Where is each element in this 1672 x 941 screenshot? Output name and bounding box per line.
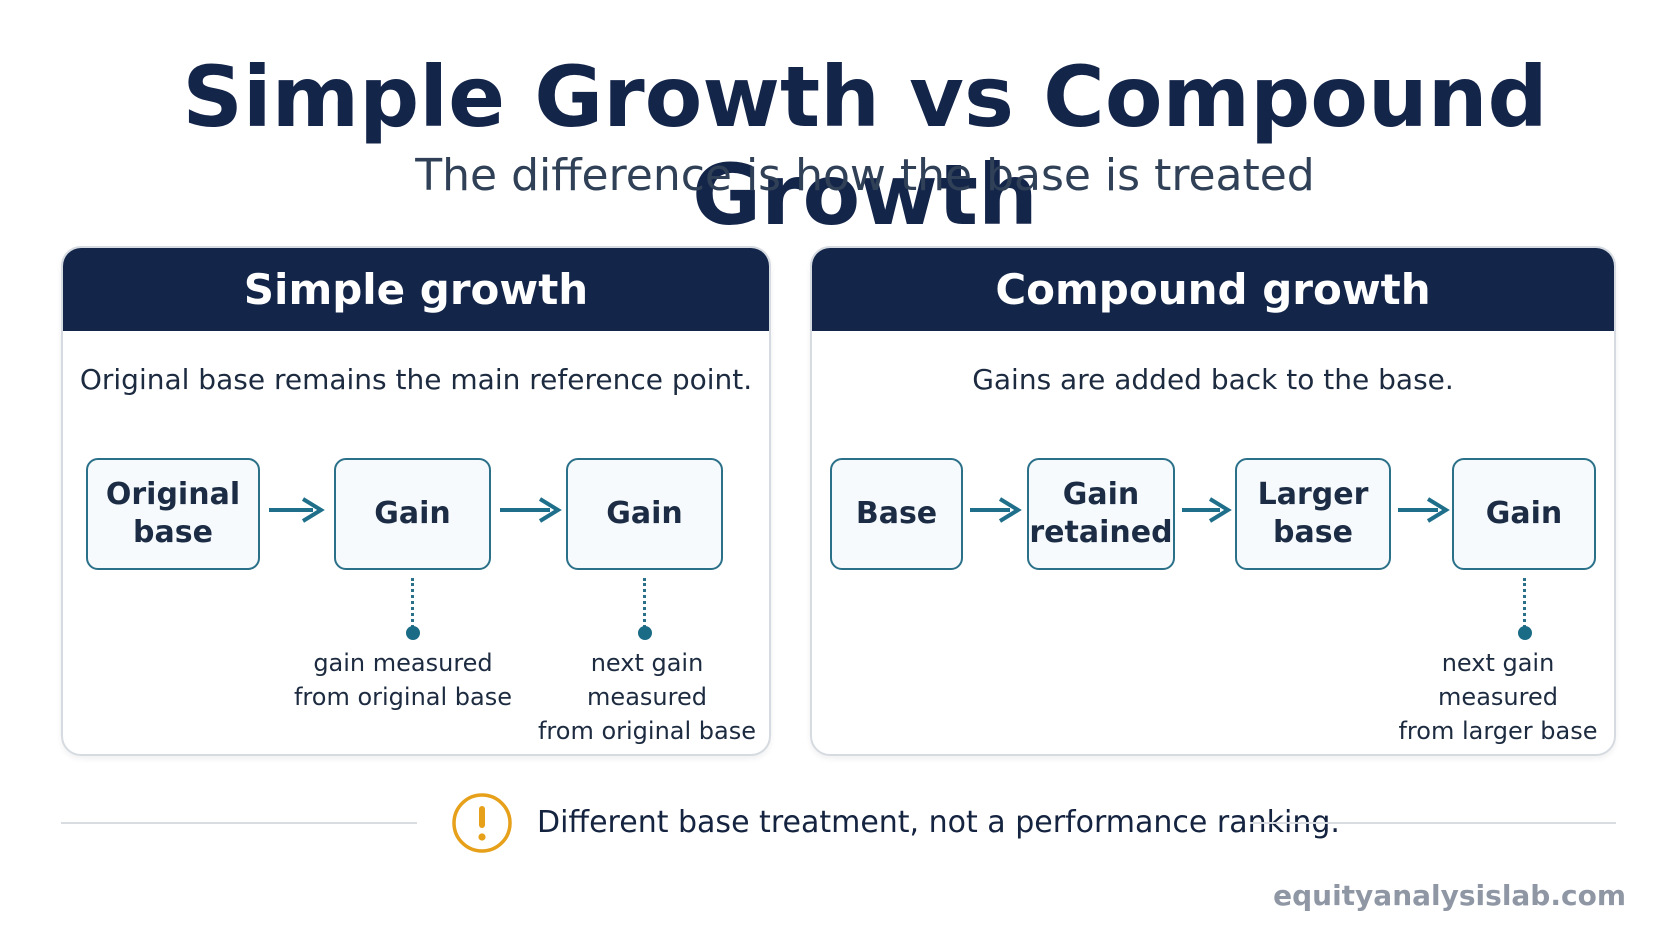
arrow-right-icon xyxy=(500,497,562,523)
compound-node-base: Base xyxy=(830,458,963,570)
simple-growth-header: Simple growth xyxy=(63,248,769,331)
compound-note-1: next gain measured from larger base xyxy=(1398,649,1598,745)
simple-node-original-base: Original base xyxy=(86,458,260,570)
brand-watermark: equityanalysislab.com xyxy=(1273,879,1626,912)
arrow-right-icon xyxy=(1182,497,1232,523)
connector-dot xyxy=(638,626,652,640)
footer-note: Different base treatment, not a performa… xyxy=(537,805,1340,840)
arrow-right-icon xyxy=(269,497,325,523)
page-title: Simple Growth vs Compound Growth xyxy=(182,48,1548,244)
compound-node-gain: Gain xyxy=(1452,458,1596,570)
connector-line xyxy=(643,578,646,628)
compound-growth-header: Compound growth xyxy=(812,248,1614,331)
simple-note-1: gain measured from original base xyxy=(293,649,513,711)
arrow-right-icon xyxy=(970,497,1022,523)
simple-node-gain-2: Gain xyxy=(566,458,723,570)
compound-growth-description: Gains are added back to the base. xyxy=(972,363,1454,396)
compound-growth-panel: Compound growth Gains are added back to … xyxy=(810,246,1616,756)
compound-node-gain-retained: Gain retained xyxy=(1027,458,1175,570)
connector-dot xyxy=(406,626,420,640)
simple-node-gain-1: Gain xyxy=(334,458,491,570)
simple-note-2: next gain measured from original base xyxy=(537,649,757,745)
footer-divider-right xyxy=(1250,822,1616,824)
compound-node-larger-base: Larger base xyxy=(1235,458,1391,570)
simple-growth-description: Original base remains the main reference… xyxy=(79,363,753,396)
connector-line xyxy=(1523,578,1526,628)
connector-dot xyxy=(1518,626,1532,640)
page-subtitle: The difference is how the base is treate… xyxy=(415,150,1315,201)
arrow-right-icon xyxy=(1398,497,1450,523)
connector-line xyxy=(411,578,414,628)
simple-growth-panel: Simple growth Original base remains the … xyxy=(61,246,771,756)
footer-divider-left xyxy=(61,822,417,824)
warning-icon xyxy=(452,793,512,853)
